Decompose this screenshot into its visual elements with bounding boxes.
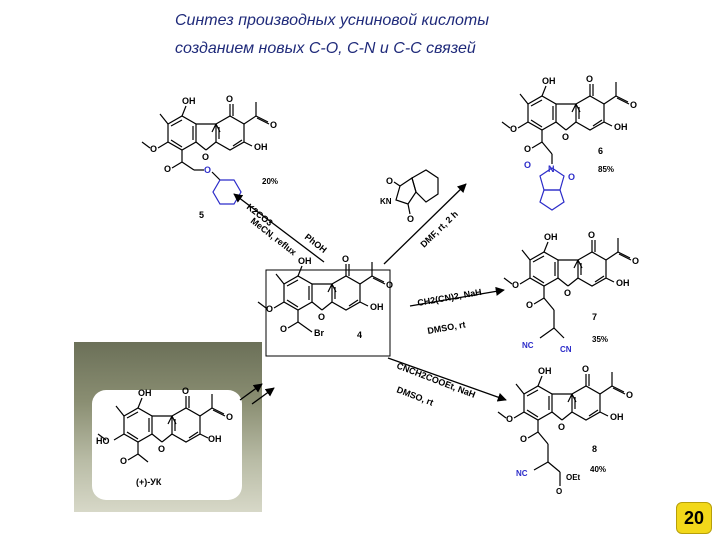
atom-label: OH xyxy=(614,122,628,132)
atom-label: O xyxy=(556,487,562,496)
atom-label: OH xyxy=(298,256,312,266)
lichen-photo xyxy=(74,342,262,512)
atom-label: Br xyxy=(314,328,324,338)
atom-label: O xyxy=(182,386,189,396)
atom-label: OH xyxy=(542,76,556,86)
arrow-to-7 xyxy=(409,286,505,307)
reagent-phoh: PhOH xyxy=(303,232,329,255)
atom-label: O xyxy=(318,312,325,322)
atom-label: O xyxy=(586,74,593,84)
slide-title-line2: созданием новых С-О, C-N и С-С связей xyxy=(175,40,476,57)
atom-label: O xyxy=(588,230,595,240)
compound-7-yield: 35% xyxy=(592,335,608,344)
atom-label: OH xyxy=(208,434,222,444)
atom-label: O xyxy=(558,422,565,432)
arrow-to-6 xyxy=(383,183,467,265)
atom-label: O xyxy=(632,256,639,266)
compound-4-structure: OH O O O O OH O Br xyxy=(257,254,393,338)
reagent-dmso-7: DMSO, rt xyxy=(427,319,467,336)
compound-8-structure: OH O O O O OH O NC O OEt xyxy=(497,364,633,496)
usnic-acid-name: (+)-УК xyxy=(136,477,162,487)
reagent-dmf: DMF, rt, 2 h xyxy=(418,209,459,250)
page-number-badge: 20 xyxy=(676,502,712,534)
atom-label: OEt xyxy=(566,473,581,482)
compound-8-yield: 40% xyxy=(590,465,606,474)
atom-label: O xyxy=(150,144,157,154)
atom-label: O xyxy=(582,364,589,374)
atom-label: O xyxy=(266,304,273,314)
atom-label: O xyxy=(524,144,531,154)
arrow-to-8 xyxy=(387,357,507,402)
compound-5-number: 5 xyxy=(199,210,204,220)
atom-label: NC xyxy=(522,341,534,350)
atom-label: O xyxy=(407,214,414,224)
atom-label: O xyxy=(226,412,233,422)
atom-label: O xyxy=(164,164,171,174)
compound-8-number: 8 xyxy=(592,444,597,454)
atom-label: O xyxy=(386,280,393,290)
atom-label: OH xyxy=(616,278,630,288)
atom-label: O xyxy=(630,100,637,110)
atom-label: CN xyxy=(560,345,572,354)
atom-label: OH xyxy=(610,412,624,422)
atom-label: N xyxy=(548,164,555,174)
atom-label: O xyxy=(564,288,571,298)
atom-label: OH xyxy=(138,388,152,398)
arrow-from-uk-2 xyxy=(251,387,275,405)
atom-label: OH xyxy=(544,232,558,242)
compound-7-structure: OH O O O O OH O NC CN xyxy=(503,230,639,354)
atom-label: OH xyxy=(254,142,268,152)
atom-label: O xyxy=(202,152,209,162)
compound-5-structure: OH O O O O OH O O xyxy=(141,94,277,205)
potassium-phthalimide: O KN O xyxy=(380,169,439,224)
atom-label: KN xyxy=(380,197,392,206)
usnic-acid-structure: OH O O O HO OH O xyxy=(96,386,233,466)
reagent-malononitrile: CH2(CN)2, NaH xyxy=(417,287,483,308)
atom-label: O xyxy=(204,165,211,175)
atom-label: O xyxy=(158,444,165,454)
arrow-from-uk-1 xyxy=(239,383,263,401)
atom-label: O xyxy=(506,414,513,424)
compound-6-structure: OH O O O O OH O N O O xyxy=(501,74,637,211)
compound-7-number: 7 xyxy=(592,312,597,322)
atom-label: O xyxy=(526,300,533,310)
atom-label: O xyxy=(510,124,517,134)
compound-4-number: 4 xyxy=(357,330,362,340)
usnic-acid-card xyxy=(92,390,242,500)
reaction-arrows xyxy=(233,183,507,405)
compound-4-frame xyxy=(265,269,391,357)
atom-label: O xyxy=(342,254,349,264)
atom-label: O xyxy=(524,160,531,170)
atom-label: NC xyxy=(516,469,528,478)
atom-label: O xyxy=(520,434,527,444)
atom-label: OH xyxy=(370,302,384,312)
atom-label: O xyxy=(270,120,277,130)
atom-label: O xyxy=(512,280,519,290)
atom-label: O xyxy=(120,456,127,466)
atom-label: OH xyxy=(182,96,196,106)
atom-label: HO xyxy=(96,436,110,446)
atom-label: OH xyxy=(538,366,552,376)
arrow-to-5 xyxy=(233,193,325,263)
atom-label: O xyxy=(562,132,569,142)
atom-label: O xyxy=(568,172,575,182)
slide-title-line1: Синтез производных усниновой кислоты xyxy=(175,12,490,29)
reagent-dmso-8: DMSO, rt xyxy=(395,385,435,408)
atom-label: O xyxy=(386,176,393,186)
atom-label: O xyxy=(626,390,633,400)
compound-5-yield: 20% xyxy=(262,177,278,186)
atom-label: O xyxy=(280,324,287,334)
atom-label: O xyxy=(226,94,233,104)
compound-6-number: 6 xyxy=(598,146,603,156)
compound-6-yield: 85% xyxy=(598,165,614,174)
